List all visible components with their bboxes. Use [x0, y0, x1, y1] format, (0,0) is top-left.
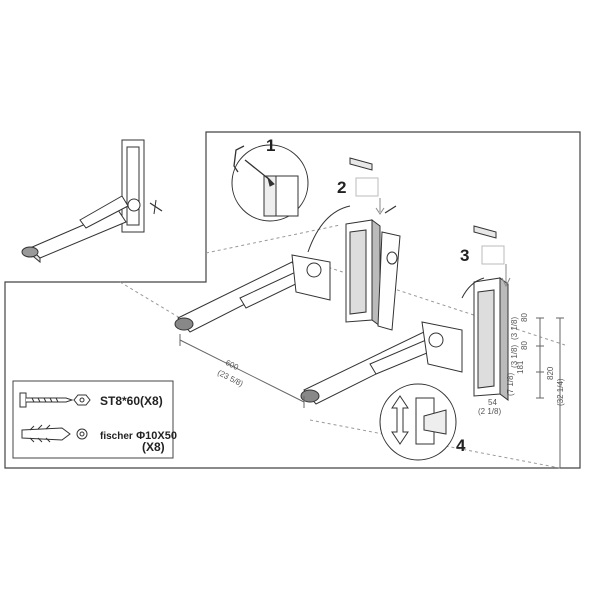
- arrow-up-down-icon: [391, 395, 409, 445]
- rotate-arrows: [307, 205, 485, 299]
- arrow-down-icon: [375, 198, 385, 215]
- washer-icon: [76, 428, 88, 440]
- anchor-prefix: fischer: [100, 431, 133, 442]
- depth-dim-mm: 54: [488, 398, 497, 407]
- wall-anchor-icon: [21, 424, 71, 443]
- dim-3-mm: 181: [516, 360, 525, 374]
- step-number-3: 3: [460, 246, 470, 265]
- total-dim-mm: 820: [546, 366, 555, 380]
- screw-icon: [19, 392, 74, 408]
- anchor-code: Φ10X50: [136, 430, 177, 442]
- nut-icon: [73, 394, 91, 406]
- step-number-1: 1: [266, 136, 276, 155]
- screw-qty: (X8): [140, 394, 163, 408]
- anchor-qty: (X8): [142, 440, 165, 454]
- anchor-label: fischer Φ10X50: [100, 428, 177, 442]
- dim-1-in: (3 1/8): [510, 316, 519, 340]
- dim-2-mm: 80: [520, 341, 529, 350]
- inset-bracket: [21, 139, 163, 264]
- dim-3-in: (7 1/8): [506, 372, 515, 396]
- detail-circle-1: [231, 144, 309, 222]
- lower-bracket: [300, 321, 463, 405]
- hardware-legend: [12, 380, 174, 459]
- step-number-2: 2: [337, 178, 347, 197]
- pen-mark-icon: [244, 159, 271, 181]
- width-dimension: [179, 334, 305, 408]
- height-dimensions: [536, 317, 564, 468]
- outer-frame: [4, 131, 581, 469]
- allen-key-icon: [233, 145, 245, 173]
- screw-code: ST8*60: [100, 394, 141, 408]
- wall-plate-3: [473, 225, 511, 401]
- screw-label: ST8*60(X8): [100, 394, 163, 408]
- dim-1-mm: 80: [520, 313, 529, 322]
- depth-dim-in: (2 1/8): [478, 407, 502, 416]
- detail-circle-4: [379, 383, 457, 461]
- step-number-4: 4: [456, 436, 466, 455]
- total-dim-in: (32 1/4): [556, 378, 565, 406]
- upper-bracket: [174, 254, 331, 333]
- wall-plate-2: [345, 157, 401, 331]
